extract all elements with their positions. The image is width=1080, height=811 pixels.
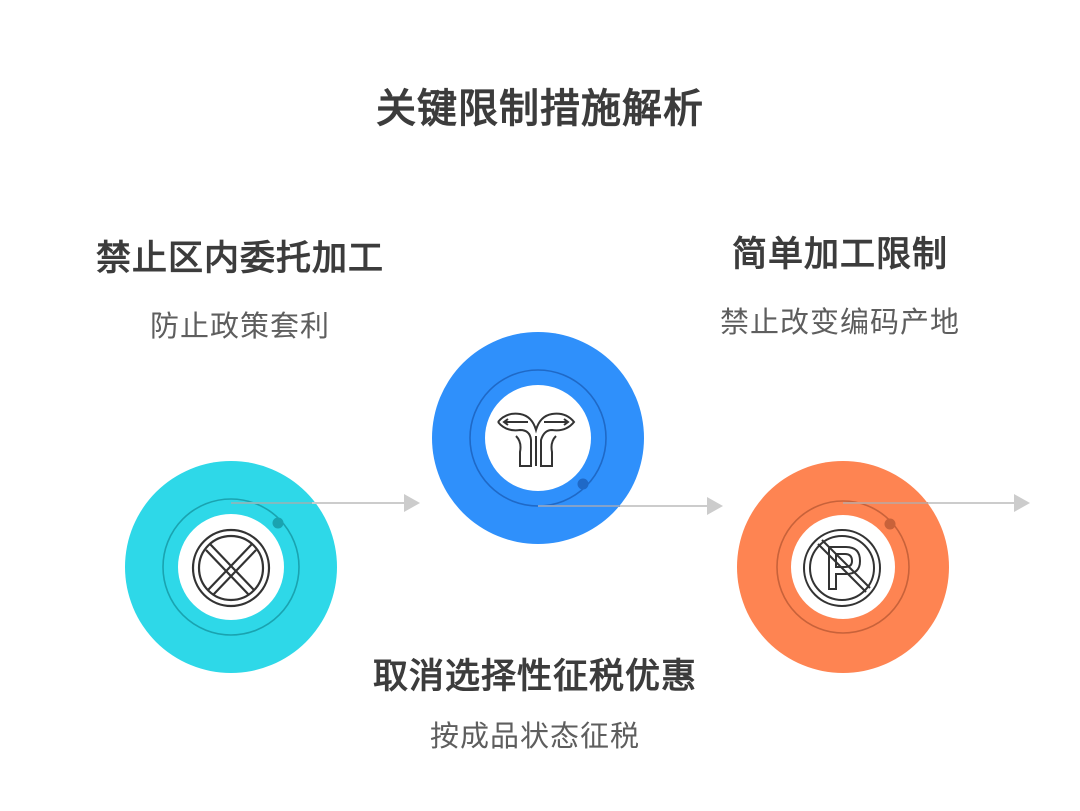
step-3-heading: 简单加工限制 [731,235,948,275]
step-3-node [737,461,1030,673]
step-3-dot [884,518,896,530]
page-title: 关键限制措施解析 [376,86,704,132]
arrow-2-icon [707,497,723,515]
step-3-ring [776,500,910,634]
step-1-label: 禁止区内委托加工 防止政策套利 [60,230,420,345]
step-1-ring [162,498,300,636]
step-2-heading: 取消选择性征税优惠 [372,657,697,697]
step-1-subtitle: 防止政策套利 [149,309,330,343]
step-2-dot [577,478,589,490]
no-parking-icon [803,529,881,607]
step-1-heading: 禁止区内委托加工 [95,239,384,279]
prohibited-x-icon [191,528,271,608]
step-3-subtitle: 禁止改变编码产地 [719,305,960,339]
step-3-label: 简单加工限制 禁止改变编码产地 [680,226,1000,341]
step-2-node [432,332,723,544]
split-road-icon [497,412,576,467]
step-2-label: 取消选择性征税优惠 按成品状态征税 [340,648,730,755]
step-2-inner [485,385,591,491]
step-1-dot [272,517,284,529]
step-1-node [125,461,420,673]
step-2-subtitle: 按成品状态征税 [429,719,640,753]
arrow-1-icon [404,494,420,512]
arrow-3-icon [1014,494,1030,512]
